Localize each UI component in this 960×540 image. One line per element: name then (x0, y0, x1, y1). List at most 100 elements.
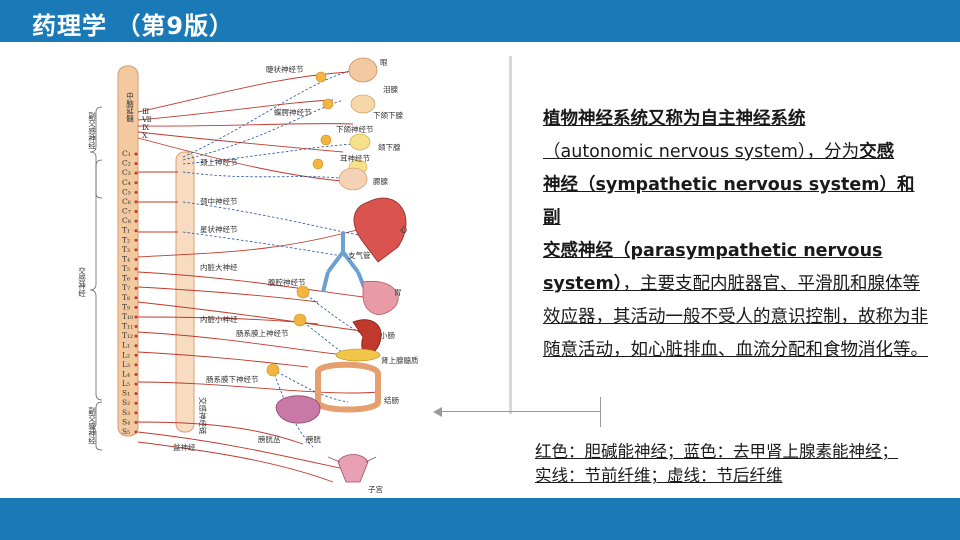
segment-dot (134, 190, 138, 194)
label-uterus: 子宫 (368, 484, 383, 494)
segment-label: C₂ (122, 159, 131, 168)
heart-organ (353, 197, 407, 263)
arrow-head-icon (433, 407, 442, 417)
segment-dot (134, 267, 138, 271)
segment-dot (134, 420, 138, 424)
segment-dot (134, 363, 138, 367)
lacrimal-organ (350, 94, 376, 114)
segment-dot (134, 229, 138, 233)
segment-dot (134, 219, 138, 223)
segment-dot (134, 162, 138, 166)
label-ciliary: 睫状神经节 (266, 64, 304, 74)
sympathetic-chain (175, 151, 195, 433)
label-pterygopalatine: 蝶腭神经节 (274, 107, 312, 117)
segment-dot (134, 372, 138, 376)
segment-label: T₈ (122, 293, 130, 302)
label-pelvic: 盆神经 (173, 442, 196, 452)
ganglia-dots (266, 71, 334, 377)
label-stellate: 星状神经节 (200, 224, 238, 234)
segment-dot (134, 382, 138, 386)
label-trachea: 支气管 (348, 250, 371, 260)
arrow-tick (600, 397, 601, 427)
segment-dot (134, 277, 138, 281)
segment-dot (134, 248, 138, 252)
legend-line2: 实线：节前纤维；虚线：节后纤维 (535, 466, 783, 485)
desc-line1: 植物神经系统又称为自主神经系统 (543, 109, 806, 129)
label-otic: 耳神经节 (340, 153, 370, 163)
description-text: 植物神经系统又称为自主神经系统 （autonomic nervous syste… (543, 103, 928, 367)
segment-label: T₉ (122, 302, 130, 311)
segment-label: C₇ (122, 207, 131, 216)
segment-label: T₇ (122, 283, 130, 292)
segment-label: S₄ (122, 417, 130, 426)
segment-dot (134, 325, 138, 329)
segment-label: C₃ (122, 168, 131, 177)
segment-label: L₅ (122, 379, 130, 388)
submandibular-organ (349, 133, 371, 151)
label-sympathetic: 交感神经 (78, 266, 87, 298)
label-colon: 结肠 (384, 395, 399, 405)
page-title: 药理学 （第9版） (32, 12, 235, 40)
legend-line1: 红色：胆碱能神经；蓝色：去甲肾上腺素能神经； (535, 442, 898, 461)
segment-label: C₈ (122, 216, 131, 225)
desc-line4b: （parasympathetic nervous system） (543, 241, 883, 294)
label-submandibular-ganglion: 下颌神经节 (336, 124, 374, 134)
segment-label: C₅ (122, 187, 131, 196)
label-small-intestine: 小肠 (380, 331, 395, 340)
desc-line5: ，主要支配内脏器官、平滑肌和腺体等效应器，其活动一般不受人的意识控制，故称为非随… (543, 274, 928, 360)
stomach-organ (362, 280, 399, 315)
segment-label: C₄ (122, 178, 131, 187)
autonomic-nervous-system-diagram: 眼 泪腺 下颌下腺 颌下腺 腮腺 心 支气管 胃 小肠 肾上腺髓质 结肠 膀胱 … (77, 52, 419, 502)
segment-label: S₅ (122, 427, 130, 436)
segment-label: S₁ (122, 389, 130, 398)
segment-label: S₃ (122, 408, 130, 417)
segment-label: T₁ (122, 226, 130, 235)
label-lesser-splanchnic: 内脏小神经 (200, 314, 238, 324)
legend: 红色：胆碱能神经；蓝色：去甲肾上腺素能神经； 实线：节前纤维；虚线：节后纤维 (535, 440, 950, 488)
label-cn-7: Ⅶ (141, 115, 152, 124)
diagram-svg: 眼 泪腺 下颌下腺 颌下腺 腮腺 心 支气管 胃 小肠 肾上腺髓质 结肠 膀胱 … (77, 57, 419, 494)
label-cranial: 中脑延髓 (125, 91, 134, 124)
divider (509, 56, 512, 414)
segment-label: L₄ (122, 369, 130, 378)
segment-label: T₅ (122, 264, 130, 273)
segment-dot (134, 430, 138, 434)
label-adrenal: 肾上腺髓质 (381, 355, 418, 365)
label-superior-cervical: 颈上神经节 (200, 157, 238, 167)
label-celiac: 腹腔神经节 (268, 277, 306, 287)
desc-line4a: 交感神经 (543, 241, 613, 261)
segment-labels: C₁C₂C₃C₄C₅C₆C₇C₈T₁T₂T₃T₄T₅T₆T₇T₈T₉T₁₀T₁₁… (122, 149, 138, 436)
label-lower-parasympathetic: 副交感神经 (87, 407, 96, 445)
label-stomach: 胃 (394, 288, 402, 297)
parotid-organ (338, 167, 368, 191)
segment-dot (134, 238, 138, 242)
segment-label: L₂ (122, 350, 130, 359)
desc-line3a: 神经 (543, 175, 578, 195)
segment-label: T₃ (122, 245, 130, 254)
label-sympathetic-chain: 交感神经链 (198, 397, 208, 435)
bladder-organ (275, 395, 321, 424)
segment-dot (134, 181, 138, 185)
segment-dot (134, 305, 138, 309)
eye-organ (348, 57, 378, 83)
segment-label: T₆ (122, 274, 130, 283)
segment-dot (134, 411, 138, 415)
segment-dot (134, 152, 138, 156)
label-parotid: 腮腺 (373, 176, 388, 186)
desc-line2a: （autonomic nervous system），分为 (543, 142, 860, 162)
segment-dot (134, 200, 138, 204)
label-upper-parasympathetic: 副交感神经 (87, 112, 96, 150)
footer-bar (0, 498, 960, 540)
label-superior-mesenteric: 肠系膜上神经节 (236, 328, 289, 338)
segment-label: T₄ (122, 254, 130, 263)
segment-dot (134, 286, 138, 290)
desc-line3b: （sympathetic nervous system）和 (578, 175, 915, 195)
segment-label: L₃ (122, 360, 130, 369)
segment-label: T₁₂ (122, 331, 133, 340)
colon-organ (315, 361, 381, 413)
desc-line2b: 交感 (859, 142, 895, 162)
label-middle-cervical: 颈中神经节 (200, 196, 238, 206)
label-eye: 眼 (380, 58, 388, 67)
segment-label: C₆ (122, 197, 131, 206)
label-inferior-mesenteric: 肠系膜下神经节 (206, 374, 259, 384)
